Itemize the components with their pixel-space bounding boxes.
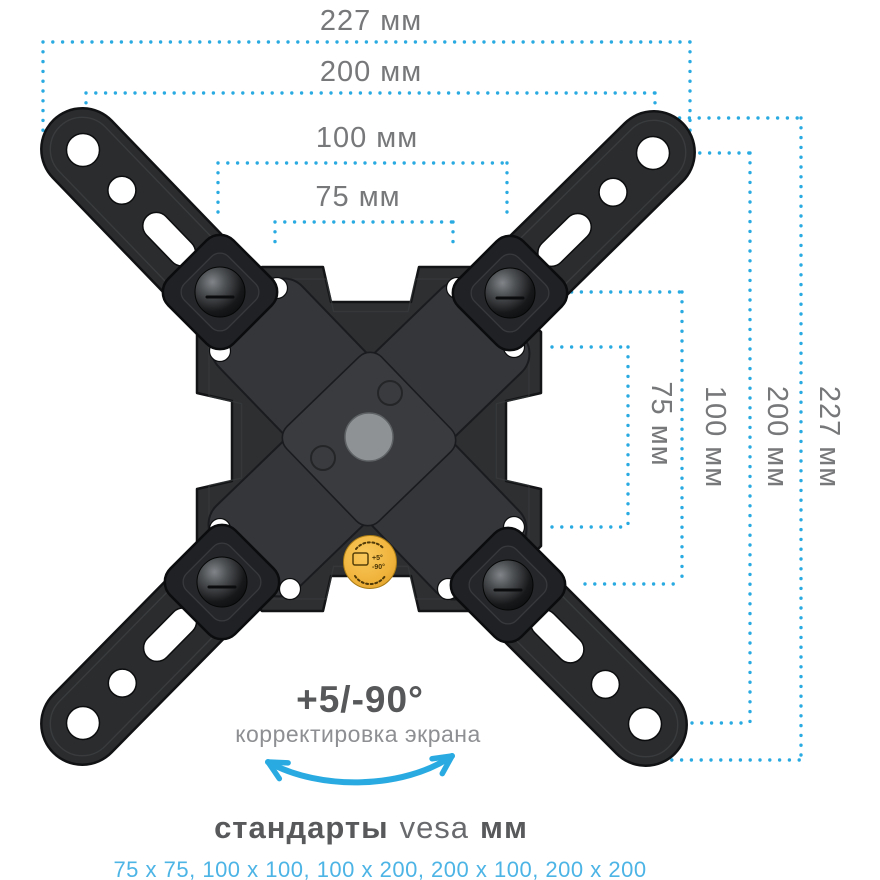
rotation-arc-arrow-icon (265, 753, 455, 786)
sticker-angle-bottom: -90° (372, 563, 385, 571)
plate-dimple (377, 380, 403, 406)
vesa-word-unit: мм (480, 810, 528, 845)
dim-label-h-227: 227 мм (320, 5, 422, 37)
rotation-caption-text: корректировка экрана (235, 721, 481, 747)
sticker-angle-top: +5° (372, 554, 383, 562)
dim-label-v-200: 200 мм (761, 386, 793, 488)
dome-screw (482, 559, 534, 611)
dim-label-h-75: 75 мм (315, 181, 400, 213)
rotation-annotation: +5/-90° корректировка экрана (235, 679, 481, 786)
dome-screw (484, 267, 536, 319)
vesa-word-brand: vesa (400, 810, 469, 845)
corner-pads (161, 233, 569, 644)
bracket-illustration: +5° -90° (40, 107, 696, 767)
dim-label-h-200: 200 мм (320, 56, 422, 88)
dim-line-227-vertical (658, 116, 803, 762)
dim-label-v-75: 75 мм (645, 381, 677, 466)
vesa-standards-list: 75 x 75, 100 x 100, 100 x 200, 200 x 100… (113, 857, 646, 880)
rotation-sticker: +5° -90° (343, 535, 397, 589)
vesa-plate: +5° -90° (195, 265, 543, 613)
dim-line-75-horizontal (273, 220, 455, 249)
dome-screw (196, 556, 248, 608)
plate-dimple (310, 445, 336, 471)
sticker-screen-icon (352, 552, 369, 566)
dim-label-h-100: 100 мм (316, 122, 418, 154)
dim-label-v-100: 100 мм (699, 386, 731, 488)
dim-line-200-vertical (688, 151, 752, 725)
rotation-range-text: +5/-90° (296, 679, 424, 720)
center-hub (344, 412, 394, 462)
vesa-word-standards: стандарты (214, 810, 389, 845)
dome-screw (194, 266, 246, 318)
dim-line-75-vertical (550, 345, 630, 529)
dim-line-227-horizontal (41, 40, 692, 157)
dim-line-100-horizontal (216, 161, 509, 217)
dimension-labels: 227 мм 200 мм 100 мм 75 мм 75 мм 100 мм … (315, 5, 845, 488)
dim-label-v-227: 227 мм (813, 386, 845, 488)
dim-line-100-vertical (550, 290, 684, 586)
